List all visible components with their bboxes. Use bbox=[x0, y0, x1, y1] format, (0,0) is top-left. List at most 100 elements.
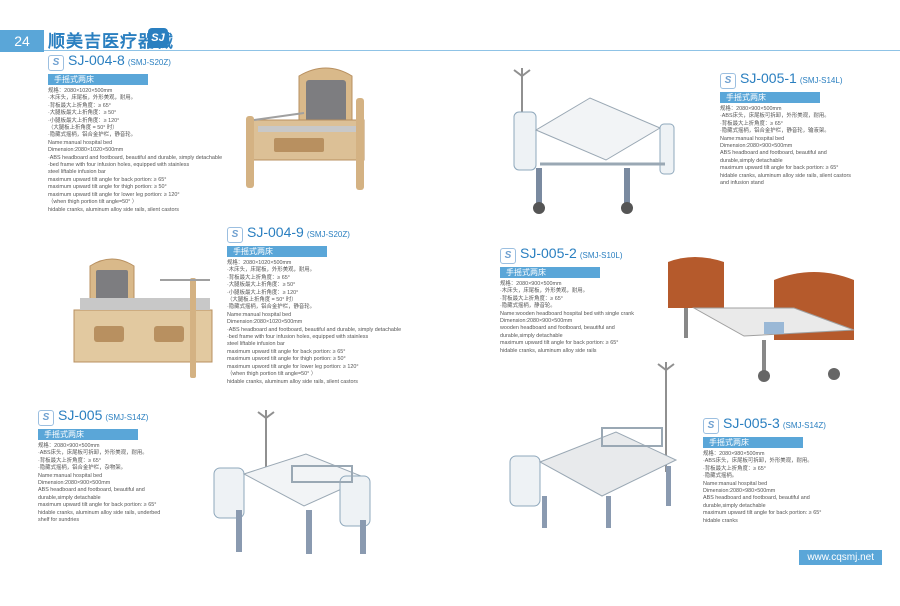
spec-line: durable,simply detachable bbox=[720, 157, 783, 164]
bed-image-sj-005-1 bbox=[513, 68, 675, 214]
spec-line: and infusion stand bbox=[720, 180, 764, 187]
spec-line: ·背板最大上折角度：≥ 65° bbox=[38, 457, 101, 464]
spec-line: ·ABS床头，床尾板可拆卸，外形美观，耐用。 bbox=[38, 450, 148, 457]
spec-line: ·背板最大上折角度：≥ 65° bbox=[720, 120, 783, 127]
product-model: SJ-004-9 bbox=[247, 224, 304, 240]
product-code: (SMJ-S14Z) bbox=[782, 421, 826, 430]
product-spec: 规格：2080×900×500mm·木床头，床尾板，外形美观，耐用。·背板最大上… bbox=[500, 281, 634, 355]
spec-line: steel liftable infusion bar bbox=[227, 341, 285, 348]
spec-line: 规格：2080×980×500mm bbox=[703, 451, 765, 457]
spec-line: ·ABS床头，床尾板可拆卸，外形美观，耐用。 bbox=[703, 458, 813, 465]
product-code: (SMJ-S14L) bbox=[799, 76, 843, 85]
spec-line: ·ABS床头，床尾板可拆卸，外形美观，耐用。 bbox=[720, 113, 830, 120]
spec-line: maximum upward tilt angle for back porti… bbox=[500, 340, 619, 347]
bed-image-sj-005-3 bbox=[509, 362, 678, 528]
spec-line: （大腿板上折角度 = 50° 时） bbox=[227, 297, 297, 304]
spec-line: ·隐藏式摇柄，静音轮。 bbox=[500, 303, 556, 310]
spec-line: ABS headboard and footboard, beautiful a… bbox=[38, 487, 145, 494]
product-code: (SMJ-S10L) bbox=[579, 251, 623, 260]
s-logo-icon: S bbox=[38, 410, 54, 426]
product-spec: 规格：2080×900×500mm·ABS床头，床尾板可拆卸，外形美观，耐用。·… bbox=[38, 443, 160, 524]
spec-line: hidable cranks, aluminum alloy side rail… bbox=[720, 172, 851, 179]
product-category: 手摇式两床 bbox=[720, 92, 820, 103]
product-spec: 规格：2080×900×500mm·ABS床头，床尾板可拆卸，外形美观，耐用。·… bbox=[720, 106, 851, 187]
s-logo-icon: S bbox=[48, 55, 64, 71]
brand-name: 顺美吉医疗器械 bbox=[48, 32, 174, 52]
spec-line: 规格：2080×900×500mm bbox=[500, 281, 562, 287]
spec-line: maximum upword tilt angle for lower leg … bbox=[227, 363, 359, 370]
product-model: SJ-005-2 bbox=[520, 245, 577, 261]
spec-line: steel liftable infusion bar bbox=[48, 169, 106, 176]
spec-line: ·隐藏式摇柄，铝合金护栏，杂物架。 bbox=[38, 465, 127, 472]
s-logo-icon: S bbox=[500, 248, 516, 264]
spec-line: ·大腿板最大上折角度：≥ 50° bbox=[48, 110, 117, 117]
spec-line: 规格：2080×1020×500mm bbox=[48, 88, 113, 94]
spec-line: Dimension:2080×900×500mm bbox=[500, 318, 573, 325]
spec-line: Name:manual hospital bed bbox=[720, 135, 785, 142]
product-category: 手摇式两床 bbox=[38, 429, 138, 440]
product-code: (SMJ-S14Z) bbox=[105, 413, 149, 422]
spec-line: 规格：2080×900×500mm bbox=[38, 443, 100, 449]
spec-line: hidable cranks, aluminum alloy side rail… bbox=[227, 378, 358, 385]
spec-line: hidable cranks, aluminum alloy side rail… bbox=[500, 347, 597, 354]
header-divider bbox=[44, 50, 900, 51]
product-code: (SMJ-S20Z) bbox=[127, 58, 171, 67]
spec-line: maximum upward tilt angle for back porti… bbox=[720, 165, 839, 172]
s-logo-icon: S bbox=[720, 73, 736, 89]
spec-line: ·隐藏式摇柄，铝合金护栏，静音轮，输液架。 bbox=[720, 128, 830, 135]
page-number: 24 bbox=[0, 30, 44, 52]
product-code: (SMJ-S20Z) bbox=[306, 230, 350, 239]
spec-line: ABS headboard and footboard, beautiful a… bbox=[703, 495, 810, 502]
product-category: 手摇式两床 bbox=[48, 74, 148, 85]
s-logo-icon: S bbox=[703, 418, 719, 434]
spec-line: maximum upward tilt angle for back porti… bbox=[227, 348, 346, 355]
brand-logo: SJ bbox=[148, 28, 168, 48]
product-model: SJ-004-8 bbox=[68, 52, 125, 68]
spec-line: ·隐藏式摇柄，铝合金护栏，静音轮。 bbox=[227, 304, 316, 311]
spec-line: durable,simply detachable bbox=[500, 332, 563, 339]
spec-line: maximum upward tilt angle for lower leg … bbox=[48, 191, 180, 198]
spec-line: maximum upward tilt angle for thigh port… bbox=[48, 184, 167, 191]
spec-line: hidable cranks, aluminum alloy side rail… bbox=[48, 206, 179, 213]
spec-line: Name:manual hospital bed bbox=[38, 472, 103, 479]
spec-line: ·背板最大上折角度：≥ 65° bbox=[48, 102, 111, 109]
spec-line: ·木床头，床尾板，外形美观，耐用。 bbox=[48, 95, 137, 102]
spec-line: hidable cranks bbox=[703, 517, 738, 524]
spec-line: 规格：2080×1020×500mm bbox=[227, 260, 292, 266]
spec-line: ·ABS headboard and footboard, beautiful … bbox=[227, 326, 402, 333]
spec-line: ·小腿板最大上折角度：≥ 120° bbox=[227, 289, 299, 296]
spec-line: ·bed frame with four infusion holes, equ… bbox=[227, 334, 369, 341]
product-category: 手摇式两床 bbox=[227, 246, 327, 257]
spec-line: ·ABS headboard and footboard, beautiful … bbox=[48, 154, 223, 161]
spec-line: Name:manual hospital bed bbox=[703, 480, 768, 487]
spec-line: ·隐藏式摇柄。 bbox=[703, 473, 738, 480]
spec-line: （when thigh portion tilt angle=50° ） bbox=[227, 371, 317, 378]
website-link[interactable]: www.cqsmj.net bbox=[799, 550, 882, 565]
spec-line: ·隐藏式摇柄，铝合金护栏，静音轮。 bbox=[48, 132, 137, 139]
spec-line: Dimension:2080×1020×500mm bbox=[227, 319, 303, 326]
spec-line: durable,simply detachable bbox=[703, 502, 766, 509]
product-model: SJ-005 bbox=[58, 407, 103, 423]
product-category: 手摇式两床 bbox=[703, 437, 803, 448]
spec-line: hidable cranks, aluminum alloy side rail… bbox=[38, 509, 161, 516]
spec-line: ·背板最大上折角度：≥ 65° bbox=[703, 465, 766, 472]
product-model: SJ-005-1 bbox=[740, 70, 797, 86]
spec-line: Dimension:2080×980×500mm bbox=[703, 488, 776, 495]
product-spec: 规格：2080×980×500mm·ABS床头，床尾板可拆卸，外形美观，耐用。·… bbox=[703, 451, 826, 525]
spec-line: 规格：2080×900×500mm bbox=[720, 106, 782, 112]
spec-line: ABS headboard and footboard, beautiful a… bbox=[720, 150, 827, 157]
spec-line: ·小腿板最大上折角度：≥ 120° bbox=[48, 117, 120, 124]
spec-line: maximum upward tilt angle for back porti… bbox=[38, 502, 157, 509]
bed-image-sj-005 bbox=[213, 410, 371, 554]
spec-line: maximum upward tilt angle for back porti… bbox=[703, 510, 822, 517]
